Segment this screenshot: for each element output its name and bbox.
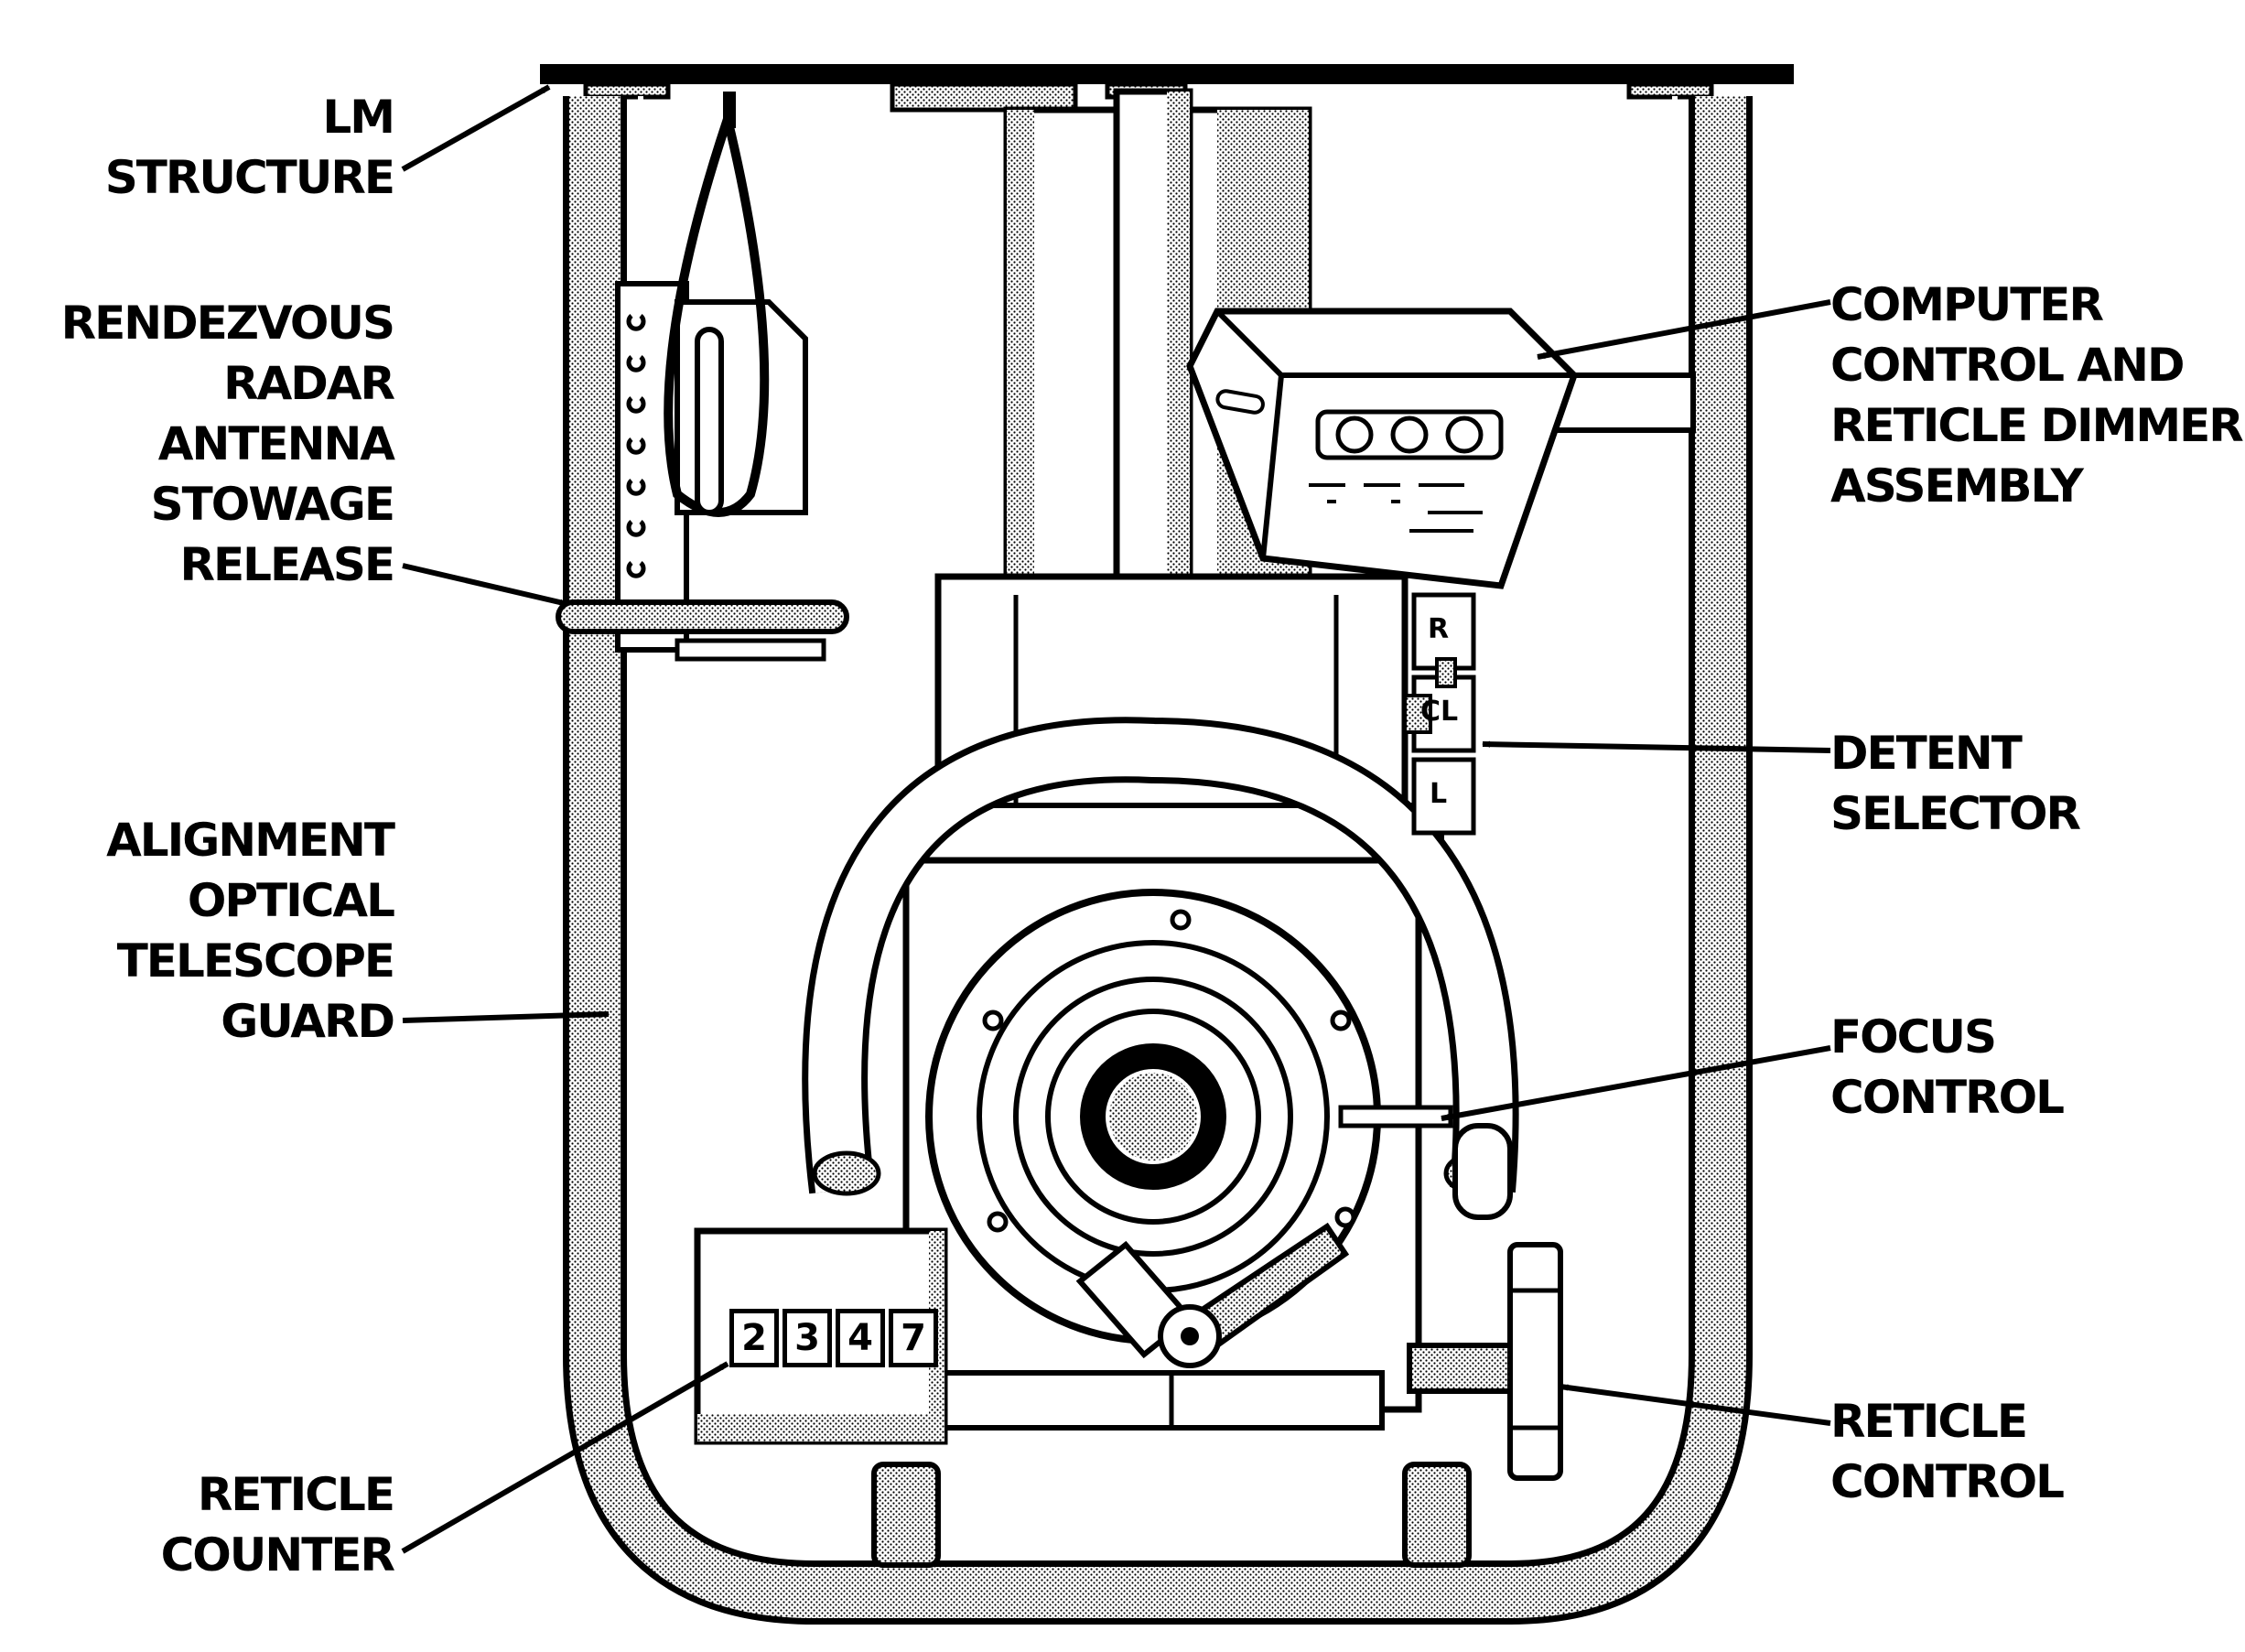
label-line: COMPUTER	[1830, 278, 2104, 331]
label-line: GUARD	[221, 995, 395, 1048]
label-line: RENDEZVOUS	[60, 297, 395, 350]
eyepiece-assembly	[925, 889, 1453, 1368]
label-line: RETICLE	[1830, 1395, 2028, 1448]
label-line: CONTROL AND	[1830, 339, 2185, 392]
rendezvous-radar-stowage-release	[556, 92, 849, 662]
counter-digit: 4	[836, 1309, 885, 1367]
label-line: CONTROL	[1830, 1455, 2065, 1508]
guard-feet	[871, 1462, 1472, 1568]
counter-digit: 3	[783, 1309, 832, 1367]
label-line: SELECTOR	[1830, 787, 2081, 840]
label-aot-guard: ALIGNMENT OPTICAL TELESCOPE GUARD	[106, 810, 395, 1052]
label-lm-structure: LM STRUCTURE	[104, 87, 395, 208]
label-reticle-counter: RETICLE COUNTER	[160, 1464, 395, 1585]
label-focus-control: FOCUS CONTROL	[1830, 1007, 2065, 1128]
leader-lines	[401, 84, 1831, 1554]
label-line: FOCUS	[1830, 1010, 1997, 1064]
label-line: TELESCOPE	[116, 934, 395, 988]
detent-mark-l: L	[1430, 778, 1448, 810]
label-line: ALIGNMENT	[106, 814, 395, 867]
label-line: DETENT	[1830, 727, 2023, 780]
label-line: STOWAGE	[150, 478, 395, 531]
label-line: RELEASE	[179, 538, 395, 591]
computer-control-reticle-dimmer-box	[1186, 308, 1579, 589]
aot-arc-handle	[802, 717, 1519, 1220]
label-line: ANTENNA	[157, 417, 395, 470]
label-line: RETICLE	[197, 1468, 395, 1521]
counter-digit: 7	[889, 1309, 938, 1367]
label-reticle-control: RETICLE CONTROL	[1830, 1391, 2065, 1512]
reticle-counter-display: 2 3 4 7	[729, 1309, 938, 1367]
reticle-control-knob	[1407, 1242, 1563, 1481]
detent-selector-plate	[1403, 592, 1476, 836]
label-line: CONTROL	[1830, 1071, 2065, 1124]
label-computer-control: COMPUTER CONTROL AND RETICLE DIMMER ASSE…	[1830, 275, 2244, 516]
counter-digit: 2	[729, 1309, 779, 1367]
label-detent-selector: DETENT SELECTOR	[1830, 723, 2081, 844]
label-rr-stowage-release: RENDEZVOUS RADAR ANTENNA STOWAGE RELEASE	[60, 293, 395, 595]
label-line: RETICLE DIMMER	[1830, 399, 2244, 452]
detent-mark-r: R	[1428, 613, 1450, 645]
label-line: OPTICAL	[187, 874, 395, 927]
label-line: ASSEMBLY	[1830, 459, 2084, 513]
label-line: RADAR	[223, 357, 395, 410]
label-line: LM	[322, 91, 395, 144]
label-line: STRUCTURE	[104, 151, 395, 204]
detent-mark-cl: CL	[1420, 696, 1459, 728]
label-line: COUNTER	[160, 1528, 395, 1582]
